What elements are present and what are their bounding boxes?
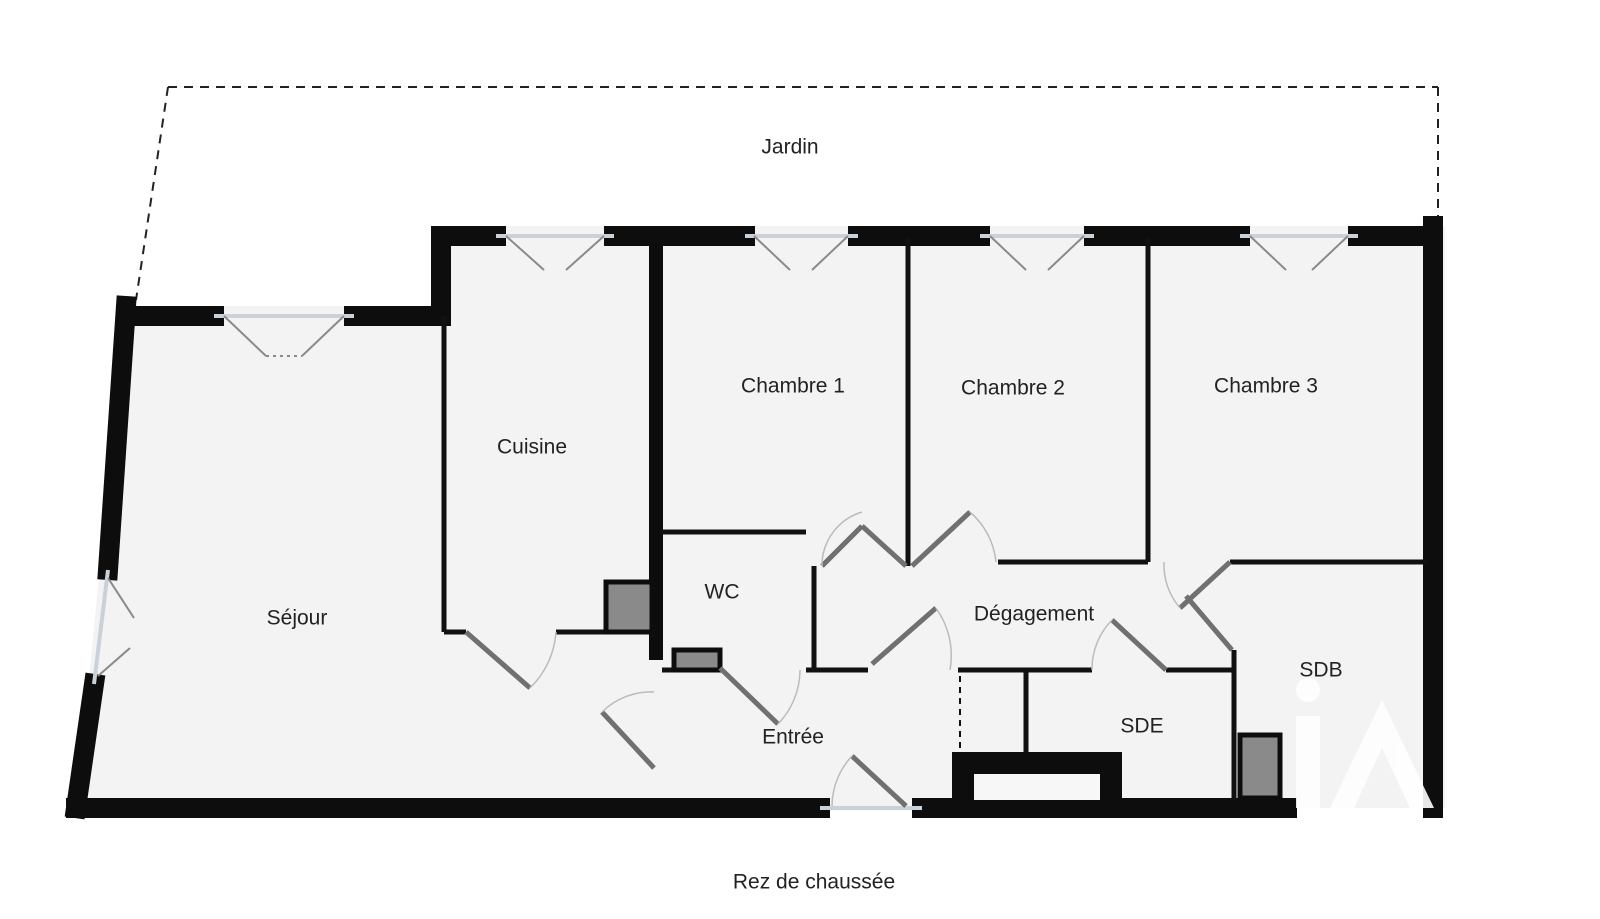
floor-level-caption: Rez de chaussée: [733, 871, 895, 894]
door-sde: [1091, 618, 1168, 672]
exterior-walls: [64, 216, 1443, 820]
window-cuisine: [496, 234, 614, 271]
label-entree: Entrée: [762, 726, 824, 749]
label-degagement: Dégagement: [974, 603, 1094, 626]
label-chambre-1: Chambre 1: [741, 375, 845, 398]
technical-shafts: [603, 579, 1283, 801]
door-sdb: [1184, 594, 1234, 652]
label-chambre-2: Chambre 2: [961, 377, 1065, 400]
label-sde: SDE: [1120, 715, 1163, 738]
label-wc: WC: [705, 581, 740, 604]
window-chambre-1: [745, 234, 858, 271]
windows: [92, 234, 1358, 810]
room-labels: Jardin Séjour Cuisine Chambre 1 Chambre …: [267, 136, 1343, 749]
door-wc: [718, 666, 801, 726]
window-sejour: [214, 314, 354, 357]
watermark-logo: [1296, 678, 1434, 808]
window-chambre-2: [980, 234, 1094, 271]
label-sdb: SDB: [1299, 659, 1342, 682]
door-sejour-entree: [600, 691, 656, 770]
floor-area: [76, 226, 1445, 808]
window-chambre-3: [1240, 234, 1358, 271]
label-jardin: Jardin: [761, 136, 818, 159]
window-sejour-side: [92, 569, 135, 685]
label-cuisine: Cuisine: [497, 436, 567, 459]
doors: [464, 510, 1234, 808]
door-entrance: [831, 754, 908, 808]
door-chambre-2: [910, 510, 997, 568]
door-cuisine: [464, 630, 557, 690]
door-degagement: [870, 606, 953, 671]
label-sejour: Séjour: [267, 607, 328, 630]
label-chambre-3: Chambre 3: [1214, 375, 1318, 398]
garden-outline: [135, 86, 1439, 301]
door-chambre-1: [820, 511, 908, 568]
built-in-cabinet: [952, 752, 1122, 800]
